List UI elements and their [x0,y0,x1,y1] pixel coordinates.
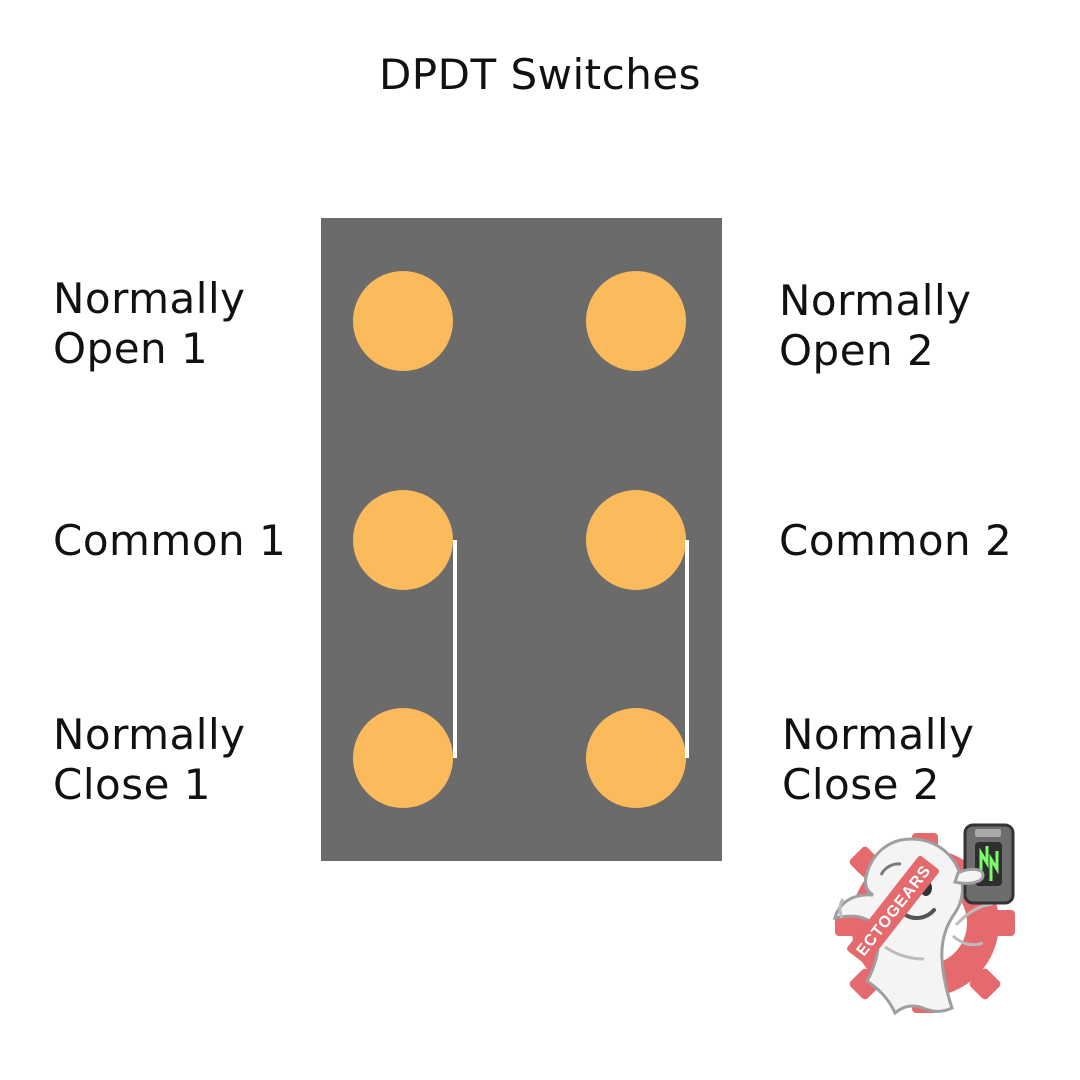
label-normally-close-1-line-2: Close 1 [53,760,211,809]
terminal-common-1 [353,490,453,590]
terminal-normally-open-1 [353,271,453,371]
label-normally-open-1-line-2: Open 1 [53,324,209,373]
jumper-2 [685,540,689,758]
terminal-common-2 [586,490,686,590]
label-common-1: Common 1 [53,516,286,566]
page-title: DPDT Switches [378,50,702,99]
label-normally-open-1: Normally Open 1 [53,274,246,374]
label-normally-close-2-line-2: Close 2 [782,760,940,809]
label-normally-open-1-line-1: Normally [53,274,246,323]
label-normally-open-2-line-1: Normally [779,276,972,325]
label-normally-open-2: Normally Open 2 [779,276,972,376]
label-common-1-text: Common 1 [53,516,287,565]
switch-body [321,218,722,861]
device-icon [953,823,1015,905]
label-normally-open-2-line-2: Open 2 [779,326,935,375]
terminal-normally-open-2 [586,271,686,371]
ghost-gear-logo: ECTOGEARS [832,823,1015,1016]
label-normally-close-1: Normally Close 1 [53,710,246,810]
jumper-1 [453,540,457,758]
label-normally-close-2-line-1: Normally [782,710,975,759]
terminal-normally-close-2 [586,708,686,808]
label-common-2: Common 2 [779,516,1012,566]
label-common-2-text: Common 2 [779,516,1013,565]
label-normally-close-1-line-1: Normally [53,710,246,759]
terminal-normally-close-1 [353,708,453,808]
label-normally-close-2: Normally Close 2 [782,710,975,810]
